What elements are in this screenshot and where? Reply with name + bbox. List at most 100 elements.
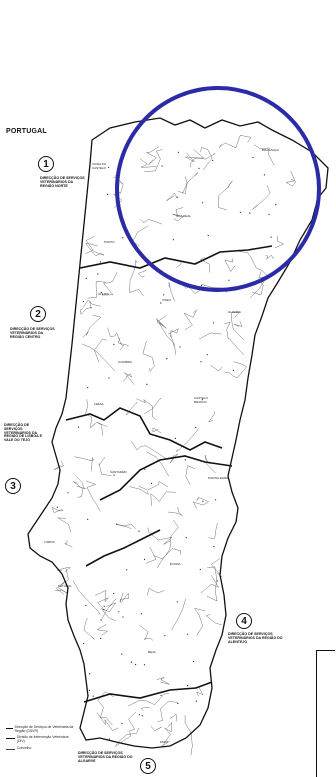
town-dot [184,459,186,461]
town-dot [187,685,189,687]
town-dot [118,611,120,613]
town-dot [179,346,181,348]
town-dot [108,166,110,169]
municipality-border [205,614,222,626]
municipality-border [185,465,196,486]
municipality-border [114,711,137,748]
town-dot [144,468,146,470]
town-dot [174,437,176,439]
legend-label-concelho: Concelho [17,745,32,750]
region-2-label: DIRECÇÃO DE SERVIÇOS VETERINÁRIOS DA REG… [10,327,55,339]
municipality-border [204,454,216,474]
municipality-border [172,207,184,222]
town-dot [252,156,254,159]
municipality-border [93,251,105,256]
place-portalegre: PORTALEGRE [208,476,229,480]
municipality-border [224,321,244,355]
town-dot [135,663,137,666]
town-dot [126,569,128,571]
town-dot [200,361,202,363]
highlight-circle [115,86,321,292]
municipality-border [285,170,296,187]
region-4-number: 4 [236,613,252,629]
town-dot [216,580,218,582]
municipality-border [132,225,149,247]
municipality-border [101,272,118,296]
country-outline [27,117,329,749]
town-dot [85,277,87,279]
municipality-border [171,598,186,631]
town-dot [100,637,102,640]
boundary-lisboa-alentejo [99,455,233,501]
region-1-number: 1 [38,156,54,172]
municipality-border [117,337,129,346]
municipality-border [178,176,188,194]
municipality-border [144,397,162,414]
place-lisboa: LISBOA [44,540,55,544]
municipality-border [274,235,285,249]
municipality-border [119,592,129,603]
town-dot [239,211,241,213]
municipality-border [224,258,235,272]
municipality-border [154,548,181,560]
town-dot [107,193,109,195]
town-dot [193,660,195,663]
town-dot [122,237,124,239]
town-dot [195,700,197,702]
boundary-alentejo-algarve [83,681,213,703]
region-1-label: DIRECÇÃO DE SERVIÇOS VETERINÁRIOS DA REG… [40,176,85,188]
legend-row-concelho: Concelho [6,745,76,751]
town-dot [138,530,140,532]
town-dot [151,482,153,484]
town-dot [212,322,214,324]
town-dot [177,702,179,705]
municipality-border [81,299,101,311]
legend-line-thick [6,728,13,729]
town-dot [202,500,204,502]
municipality-border [265,254,274,260]
municipality-border [96,624,108,636]
town-dot [172,239,174,241]
municipality-border [129,486,149,495]
region-3-number: 3 [5,478,21,494]
municipality-border [83,618,95,640]
place-faro: FARO [160,740,169,744]
town-dot [232,369,235,371]
town-dot [275,204,277,206]
municipality-border [156,677,170,685]
municipality-border [107,327,125,351]
municipality-border [64,540,73,548]
place-santarem: SANTARÉM [110,470,127,474]
municipality-border [156,315,167,327]
town-dot [108,738,110,740]
town-dot [206,354,208,356]
municipality-border [150,491,176,506]
place-viana-do-castelo: VIANA DO CASTELO [92,162,107,170]
municipality-border [196,686,204,697]
boundary-centro-lisboa [65,407,223,451]
municipality-border [113,175,124,209]
municipality-border [167,507,183,516]
town-dot [103,605,105,607]
town-dot [195,426,197,429]
municipality-border [137,269,147,278]
municipality-border [57,517,72,533]
town-dot [88,689,90,692]
municipality-border [147,527,173,545]
municipality-border [146,546,157,565]
place-guarda: GUARDA [228,310,241,314]
town-dot [103,609,105,611]
municipality-border [81,343,116,372]
town-dot [202,202,204,204]
town-dot [83,642,85,645]
place-vila-real: VILA REAL [176,214,192,218]
municipality-border [140,707,150,711]
place-leiria: LEIRIA [94,402,104,406]
town-dot [121,722,123,725]
town-dot [198,167,200,169]
municipality-border [168,282,175,302]
boundary-norte-centro [79,245,273,269]
municipality-border [116,727,140,746]
